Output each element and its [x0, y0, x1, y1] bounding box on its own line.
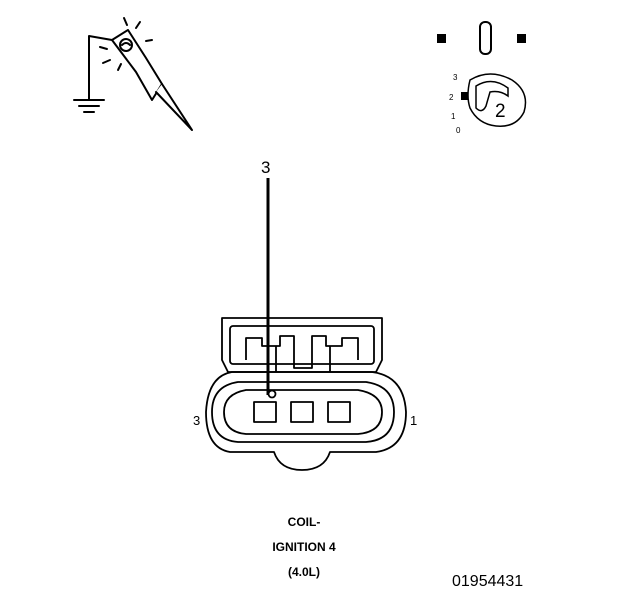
figure-id: 01954431: [452, 573, 523, 590]
test-light-probe-icon: [73, 17, 193, 131]
key-position-2: 2: [449, 93, 454, 102]
light-rays-icon: [99, 17, 153, 71]
caption-line-2: IGNITION 4: [272, 540, 336, 554]
pin-3-marker: [267, 389, 277, 399]
position-indicator: [461, 92, 468, 100]
key-position-3: 3: [453, 73, 458, 82]
terminal-cavity-1: [327, 401, 351, 423]
key-slot: [479, 21, 492, 55]
ground-symbol-icon: [73, 99, 105, 113]
key-mark-right: [517, 34, 526, 43]
connector-pin-label-left: 3: [193, 413, 200, 428]
callout-pin-label: 3: [261, 158, 270, 177]
terminal-cavity-2: [290, 401, 314, 423]
coil-connector-icon: [205, 317, 407, 471]
key-number: 2: [495, 101, 506, 122]
bulb-icon: [119, 38, 133, 52]
key-position-0: 0: [456, 126, 461, 135]
connector-body: [205, 371, 407, 471]
ground-wire: [88, 35, 113, 101]
connector-pin-label-right: 1: [410, 413, 417, 428]
key-position-1: 1: [451, 112, 456, 121]
caption-line-1: COIL-: [288, 515, 321, 529]
ignition-key-icon: 3 2 1 0 2: [437, 21, 527, 135]
terminal-cavity-3: [253, 401, 277, 423]
caption-line-3: (4.0L): [288, 565, 320, 579]
key-mark-left: [437, 34, 446, 43]
probe-needle: [155, 83, 193, 131]
